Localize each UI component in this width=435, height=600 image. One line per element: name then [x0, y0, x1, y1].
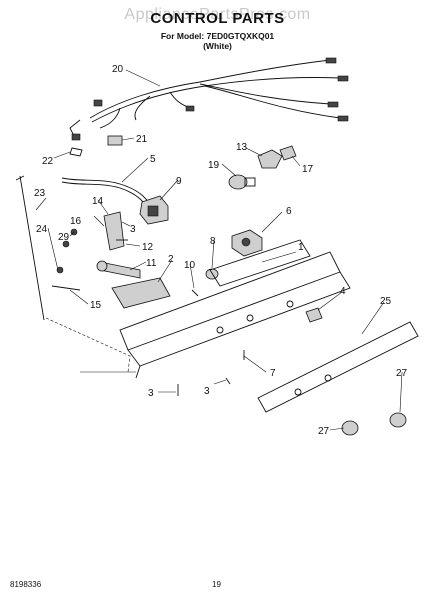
callout-20: 20 — [112, 64, 124, 75]
callout-19: 19 — [208, 160, 220, 171]
callout-3b: 3 — [148, 388, 154, 399]
page-number: 19 — [212, 580, 221, 589]
callout-21: 21 — [136, 134, 148, 145]
page-title: CONTROL PARTS — [150, 10, 285, 27]
callout-14: 14 — [92, 196, 104, 207]
callout-6: 6 — [286, 206, 292, 217]
control-knobs-drawing — [341, 412, 407, 436]
callout-10: 10 — [184, 260, 196, 271]
callout-16: 16 — [70, 216, 82, 227]
leader-lines — [35, 69, 403, 431]
callout-13: 13 — [236, 142, 248, 153]
callout-24: 24 — [36, 224, 48, 235]
callout-7: 7 — [270, 368, 276, 379]
control-shaft-drawing — [96, 260, 141, 279]
callout-27b: 27 — [396, 368, 408, 379]
model-color: (White) — [203, 41, 232, 51]
part-10-shape — [191, 289, 199, 297]
callout-23: 23 — [34, 188, 46, 199]
callout-17: 17 — [302, 164, 314, 175]
callout-22: 22 — [42, 156, 54, 167]
callout-29: 29 — [58, 232, 70, 243]
control-housing-drawing — [119, 239, 351, 379]
callout-1: 1 — [298, 242, 304, 253]
part-4-shape — [305, 307, 323, 323]
callout-4: 4 — [340, 286, 346, 297]
part-22-shape — [69, 147, 83, 157]
watermark: AppliancePartsPros.com — [124, 6, 311, 23]
callout-9: 9 — [176, 176, 182, 187]
callout-27a: 27 — [318, 426, 330, 437]
wire-harness-drawing — [69, 57, 349, 141]
doc-number: 8198336 — [10, 580, 42, 589]
callout-11: 11 — [146, 258, 157, 269]
thermostat-drawing — [139, 195, 169, 225]
part-21-shape — [107, 135, 123, 146]
callout-3a: 3 — [130, 224, 136, 235]
callout-25: 25 — [380, 296, 392, 307]
bulb-drawing — [228, 174, 256, 190]
screws-drawing — [177, 350, 245, 396]
lamp-socket-drawing — [257, 145, 297, 169]
control-panel-drawing — [257, 321, 419, 413]
callout-15: 15 — [90, 300, 102, 311]
callout-3c: 3 — [204, 386, 210, 397]
part-14-shape — [103, 211, 125, 251]
damper-control-drawing — [231, 229, 263, 257]
callout-labels: 20 21 22 5 13 17 19 9 23 14 16 3 6 29 12… — [34, 64, 408, 437]
callout-2: 2 — [168, 254, 174, 265]
callout-12: 12 — [142, 242, 154, 253]
callout-5: 5 — [150, 154, 156, 165]
part-2-shape — [111, 277, 171, 309]
callout-8: 8 — [210, 236, 216, 247]
model-number: For Model: 7ED0GTQXKQ01 — [160, 31, 275, 41]
model-info: For Model: 7ED0GTQXKQ01 (White) — [0, 31, 435, 51]
part-23-shape — [19, 175, 45, 321]
